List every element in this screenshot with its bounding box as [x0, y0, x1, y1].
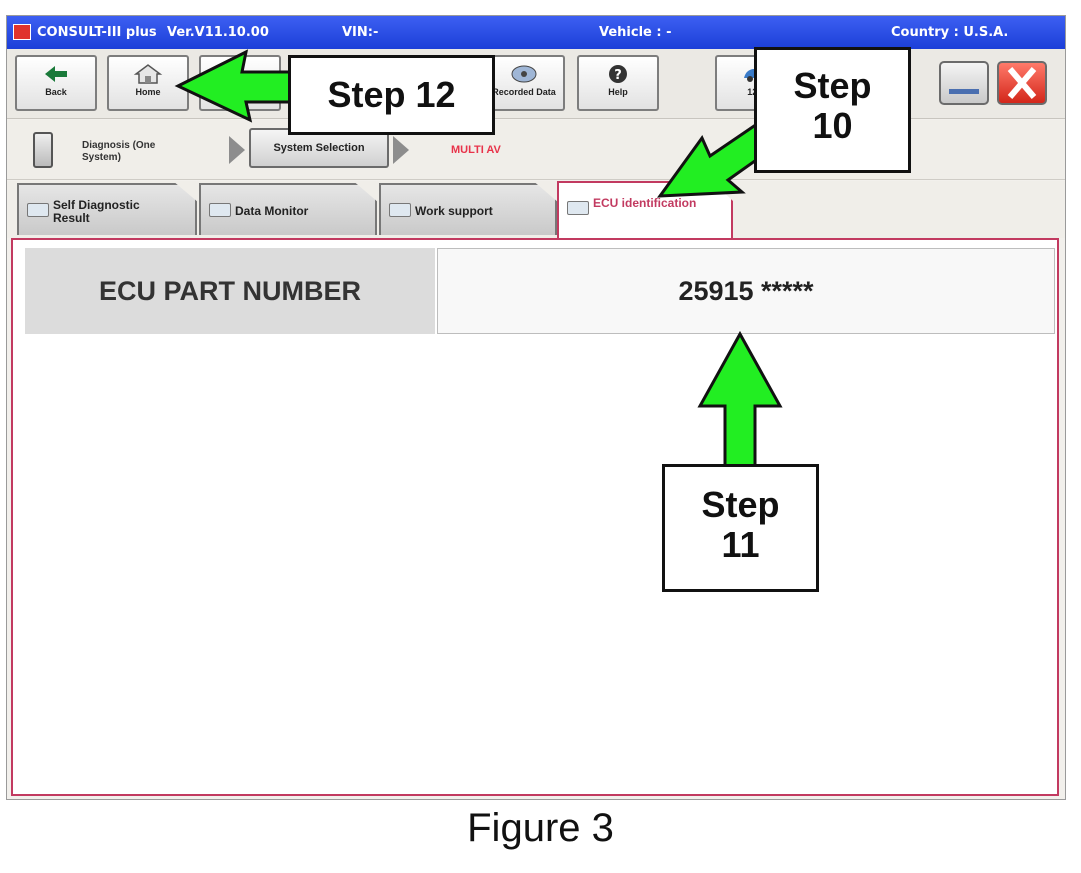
- step11-callout: Step 11: [662, 464, 819, 592]
- toolbar-button-3[interactable]: [199, 55, 281, 111]
- tab-work-support[interactable]: Work support: [379, 183, 557, 235]
- tab-self-diagnostic-result[interactable]: Self Diagnostic Result: [17, 183, 197, 235]
- tab-label: Self Diagnostic Result: [53, 198, 140, 225]
- breadcrumb-diagnosis[interactable]: Diagnosis (One System): [82, 140, 156, 163]
- home-button[interactable]: Home: [107, 55, 189, 111]
- minimize-button[interactable]: [939, 61, 989, 105]
- back-label: Back: [45, 87, 67, 97]
- ecu-identification-panel: ECU PART NUMBER 25915 *****: [11, 238, 1059, 796]
- ecu-part-number-value: 25915 *****: [437, 248, 1055, 334]
- ecu-identification-icon: [567, 201, 589, 215]
- tab-label: Work support: [415, 204, 493, 218]
- consult-logo-icon: [13, 24, 31, 40]
- back-button[interactable]: Back: [15, 55, 97, 111]
- close-button[interactable]: [997, 61, 1047, 105]
- tab-label: ECU identification: [593, 196, 697, 210]
- app-title: CONSULT-III plus: [37, 25, 157, 40]
- vin-label: VIN:-: [342, 25, 379, 40]
- ecu-part-number-label: ECU PART NUMBER: [25, 248, 435, 334]
- home-icon: [133, 64, 163, 84]
- step11-text-line1: Step: [701, 484, 780, 525]
- help-icon: ?: [609, 65, 627, 83]
- help-button[interactable]: ? Help: [577, 55, 659, 111]
- breadcrumb-multi-av: MULTI AV: [451, 144, 501, 156]
- recorded-data-label: Recorded Data: [492, 87, 556, 97]
- title-bar: CONSULT-III plus Ver.V11.10.00 VIN:- Veh…: [7, 16, 1065, 49]
- close-icon: [1007, 67, 1037, 99]
- step12-text: Step 12: [327, 74, 456, 115]
- work-support-icon: [389, 203, 411, 217]
- step10-text-line1: Step: [793, 65, 872, 106]
- figure-caption: Figure 3: [467, 806, 614, 850]
- tab-bar: Self Diagnostic Result Data Monitor Work…: [7, 181, 1065, 238]
- tab-ecu-identification[interactable]: ECU identification: [557, 181, 733, 238]
- breadcrumb-separator-icon: [229, 136, 245, 164]
- self-diagnostic-icon: [27, 203, 49, 217]
- diagnosis-device-icon: [33, 132, 53, 168]
- tab-data-monitor[interactable]: Data Monitor: [199, 183, 377, 235]
- minimize-icon: [949, 89, 979, 94]
- step12-callout: Step 12: [288, 55, 495, 135]
- step10-text-line2: 10: [812, 105, 853, 146]
- recorded-data-icon: [511, 65, 537, 83]
- help-label: Help: [608, 87, 628, 97]
- country-label: Country : U.S.A.: [891, 25, 1009, 40]
- vehicle-label: Vehicle : -: [599, 25, 672, 40]
- home-label: Home: [135, 87, 161, 97]
- app-version: Ver.V11.10.00: [167, 25, 269, 40]
- breadcrumb-separator-icon: [393, 136, 409, 164]
- recorded-data-button[interactable]: Recorded Data: [483, 55, 565, 111]
- step10-callout: Step 10: [754, 47, 911, 173]
- step11-text-line2: 11: [721, 524, 760, 565]
- svg-text:?: ?: [614, 68, 622, 83]
- tab-label: Data Monitor: [235, 204, 309, 218]
- data-monitor-icon: [209, 203, 231, 217]
- back-arrow-icon: [45, 66, 67, 82]
